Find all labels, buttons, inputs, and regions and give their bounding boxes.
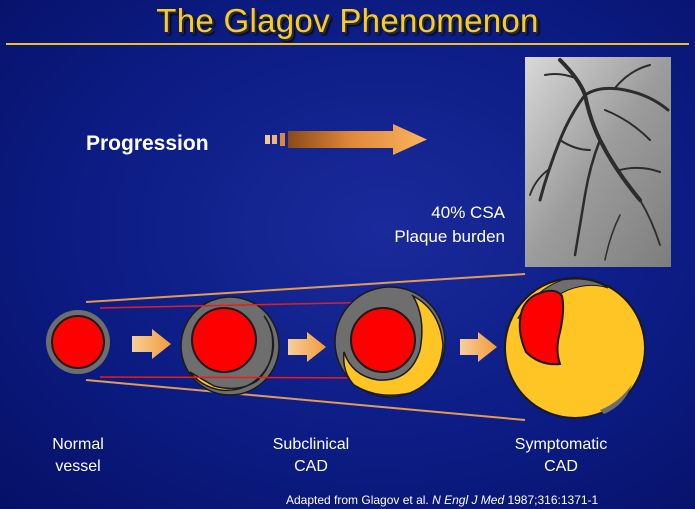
stage-label-normal: Normal vessel <box>33 434 123 478</box>
early-plaque-vessel-cross-section <box>180 296 280 396</box>
citation-journal: N Engl J Med <box>432 493 505 507</box>
stage-label-symptomatic: Symptomatic CAD <box>496 434 626 478</box>
plaque-burden-label: 40% CSA Plaque burden <box>350 201 505 249</box>
normal-vessel-cross-section <box>46 310 110 374</box>
symptomatic-vessel-cross-section <box>504 277 646 419</box>
plaque-burden-text: Plaque burden <box>394 227 505 246</box>
subclinical-vessel-cross-section <box>334 286 446 398</box>
slide-title: The Glagov Phenomenon <box>156 2 539 39</box>
plaque-burden-percent: 40% CSA <box>431 203 505 222</box>
stage-arrow-icon <box>460 332 497 362</box>
progression-arrow-icon <box>265 124 427 155</box>
stage-label-line: CAD <box>544 458 578 475</box>
citation-authors: Adapted from Glagov et al. <box>286 493 433 507</box>
citation-volume: 1987;316:1371-1 <box>504 493 599 507</box>
stage-label-line: Symptomatic <box>514 436 608 453</box>
coronary-angiogram-image <box>525 57 671 267</box>
stage-label-line: vessel <box>55 458 101 475</box>
stage-label-line: Subclinical <box>272 436 350 453</box>
stage-arrow-icon <box>288 332 326 362</box>
progression-label: Progression <box>86 132 209 155</box>
stage-label-subclinical: Subclinical CAD <box>256 434 366 478</box>
stage-label-line: CAD <box>294 458 328 475</box>
lumen-guide-lines <box>99 301 386 379</box>
vessel-funnel-lines <box>85 273 526 421</box>
stage-label-line: Normal <box>52 436 104 453</box>
stage-arrow-icon <box>132 329 171 359</box>
title-divider <box>6 43 689 45</box>
citation: Adapted from Glagov et al. N Engl J Med … <box>286 493 695 507</box>
